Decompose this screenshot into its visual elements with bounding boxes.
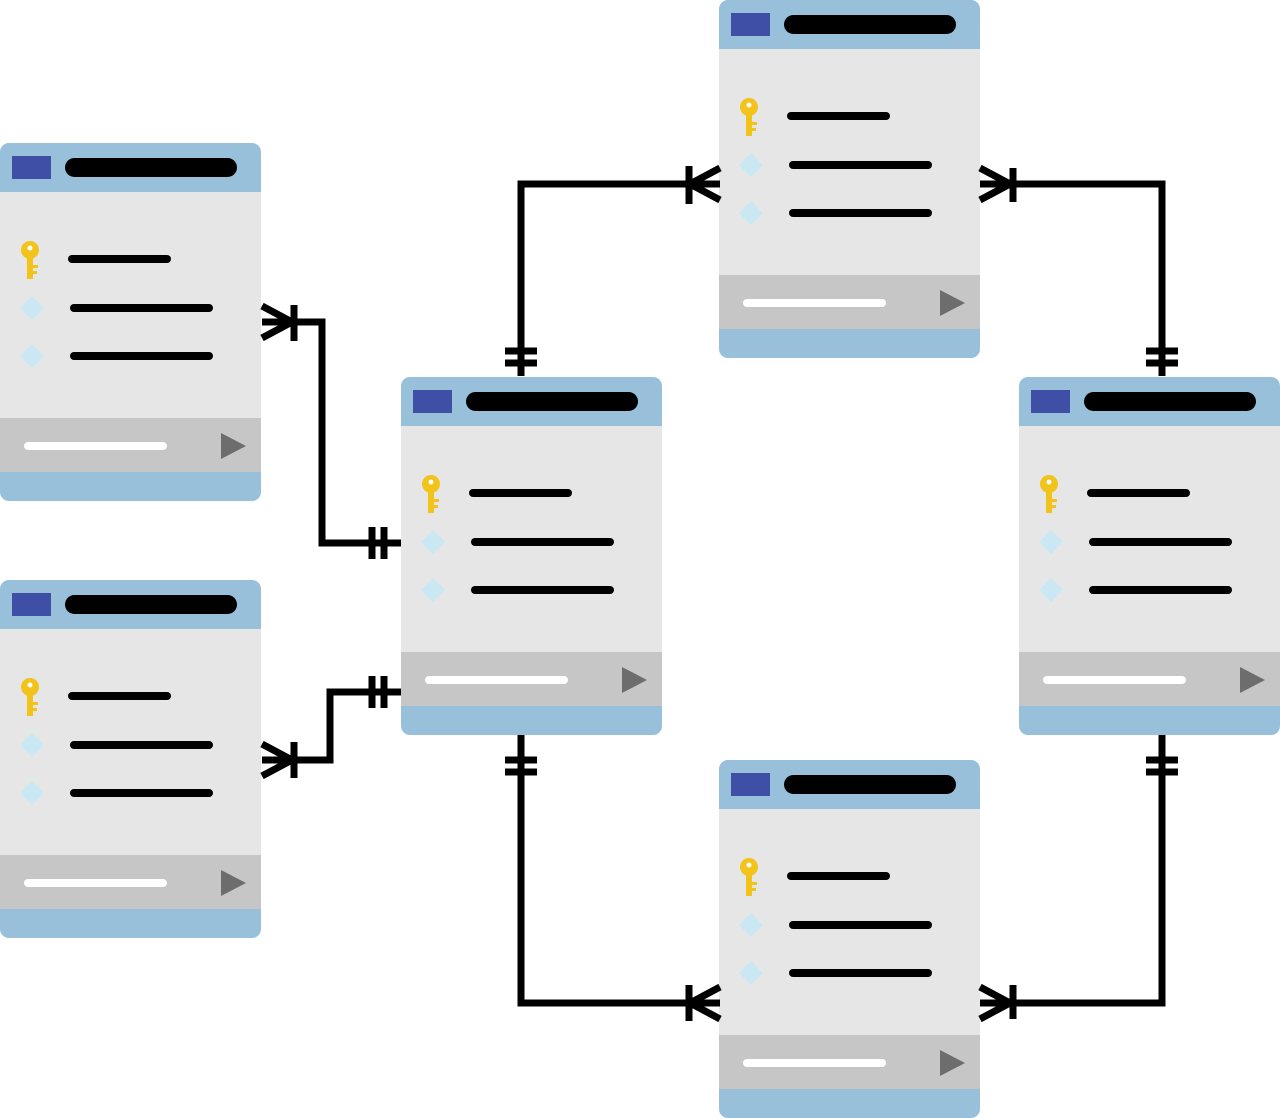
footer-input-line [743,1059,886,1067]
field-row [739,201,932,225]
diamond-icon [1039,578,1063,602]
play-icon [622,667,647,693]
badge-icon [731,773,770,796]
relationship-center-bottom-left [260,676,401,780]
footer-input-line [1043,676,1186,684]
diamond-icon [739,153,763,177]
relationship-center-top-right [505,164,722,376]
play-icon [221,433,246,459]
field-row [21,678,171,716]
diamond-icon [421,578,445,602]
relationship-right-bottom-right [978,735,1178,1023]
badge-icon [12,593,51,616]
relationship-center-bottom-right [505,735,722,1023]
diamond-icon [20,344,44,368]
field-row [1039,530,1232,554]
field-name-bar [789,161,932,169]
field-name-bar [70,304,213,312]
field-row [1039,578,1232,602]
key-icon [21,678,39,716]
diamond-icon [739,201,763,225]
field-row [422,475,572,513]
table-bottom-left [0,580,261,938]
play-icon [1240,667,1265,693]
field-row [739,913,932,937]
field-name-bar [1089,538,1232,546]
table-title-bar [65,158,237,177]
footer-input-line [24,879,167,887]
field-row [739,153,932,177]
field-row [740,98,890,136]
table-title-bar [784,15,956,34]
key-icon [422,475,440,513]
badge-icon [731,13,770,36]
table-title-bar [1084,392,1256,411]
badge-icon [413,390,452,413]
field-row [20,344,213,368]
diamond-icon [20,733,44,757]
field-row [20,733,213,757]
field-row [421,578,614,602]
field-row [740,858,890,896]
connectors-layer [260,164,1178,1023]
field-row [20,781,213,805]
play-icon [940,1050,965,1076]
field-name-bar [789,969,932,977]
key-icon [1040,475,1058,513]
field-name-bar [70,741,213,749]
field-name-bar [469,489,572,497]
field-name-bar [68,255,171,263]
field-name-bar [787,872,890,880]
table-title-bar [65,595,237,614]
relationship-center-top-left [260,302,401,559]
field-name-bar [70,352,213,360]
field-name-bar [70,789,213,797]
footer-input-line [24,442,167,450]
diamond-icon [421,530,445,554]
table-title-bar [784,775,956,794]
badge-icon [1031,390,1070,413]
relationship-right-top-right [978,164,1178,376]
diamond-icon [739,913,763,937]
table-title-bar [466,392,638,411]
table-top-right [719,0,980,358]
field-row [1040,475,1190,513]
field-row [739,961,932,985]
footer-input-line [743,299,886,307]
field-name-bar [789,209,932,217]
table-center [401,377,662,735]
table-bottom-right [719,760,980,1118]
field-name-bar [471,586,614,594]
field-name-bar [1087,489,1190,497]
diamond-icon [739,961,763,985]
play-icon [221,870,246,896]
field-row [20,296,213,320]
key-icon [740,98,758,136]
field-row [21,241,171,279]
diamond-icon [20,296,44,320]
field-row [421,530,614,554]
diamond-icon [20,781,44,805]
table-top-left [0,143,261,501]
diamond-icon [1039,530,1063,554]
table-right [1019,377,1280,735]
key-icon [740,858,758,896]
field-name-bar [68,692,171,700]
field-name-bar [471,538,614,546]
footer-input-line [425,676,568,684]
key-icon [21,241,39,279]
play-icon [940,290,965,316]
field-name-bar [787,112,890,120]
field-name-bar [1089,586,1232,594]
field-name-bar [789,921,932,929]
badge-icon [12,156,51,179]
